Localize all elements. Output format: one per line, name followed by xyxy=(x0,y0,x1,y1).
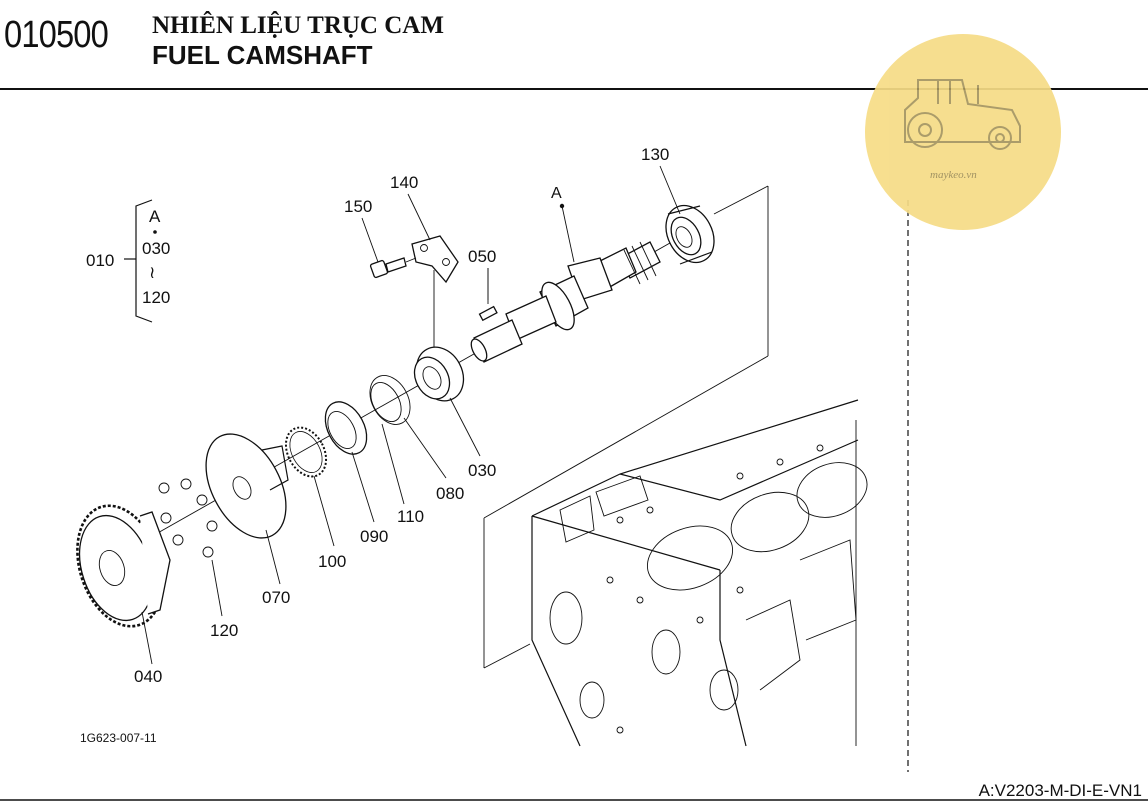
callout-150: 150 xyxy=(344,197,372,216)
part-030-housing xyxy=(413,346,465,402)
reference-label-a: A xyxy=(551,185,562,202)
group-to: 120 xyxy=(142,288,170,307)
callout-030: 030 xyxy=(468,461,496,480)
group-from: 030 xyxy=(142,239,170,258)
callout-050: 050 xyxy=(468,247,496,266)
callout-010: 010 xyxy=(86,251,114,270)
reference-dot-a xyxy=(559,203,565,209)
part-070-disc xyxy=(205,433,289,539)
watermark-logo: maykeo.vn xyxy=(865,34,1061,230)
tractor-icon xyxy=(904,79,1021,150)
part-090-collar xyxy=(324,401,368,455)
callout-090: 090 xyxy=(360,527,388,546)
group-range-symbol: ≀ xyxy=(149,263,155,282)
page-title-english: FUEL CAMSHAFT xyxy=(152,40,373,70)
callout-140: 140 xyxy=(390,173,418,192)
part-140-stopper xyxy=(411,235,459,360)
callout-130: 130 xyxy=(641,145,669,164)
camshaft xyxy=(470,241,661,363)
callout-100: 100 xyxy=(318,552,346,571)
assembly-frame xyxy=(483,185,769,669)
engine-block xyxy=(531,399,868,747)
model-code: A:V2203-M-DI-E-VN1 xyxy=(979,781,1142,800)
leader-lines xyxy=(141,165,681,665)
group-ref-dot xyxy=(153,230,157,234)
group-bracket: 010 A 030 ≀ 120 xyxy=(86,199,170,323)
page-code: 010500 xyxy=(4,14,109,56)
group-ref-a: A xyxy=(149,207,161,226)
callout-110: 110 xyxy=(397,507,424,526)
callout-080: 080 xyxy=(436,484,464,503)
watermark-text: maykeo.vn xyxy=(930,169,977,181)
callout-040: 040 xyxy=(134,667,162,686)
part-120-balls xyxy=(158,478,218,558)
callout-070: 070 xyxy=(262,588,290,607)
drawing-code: 1G623-007-11 xyxy=(80,731,157,745)
part-150-bolt xyxy=(369,257,417,279)
watermark-circle xyxy=(865,34,1061,230)
page-title-vietnamese: NHIÊN LIỆU TRỤC CAM xyxy=(152,12,444,39)
part-100-retainer xyxy=(284,426,328,478)
part-130-bearing xyxy=(665,204,715,265)
callout-120: 120 xyxy=(210,621,238,640)
part-080-snap-ring xyxy=(369,375,411,425)
part-040-gear xyxy=(76,504,171,628)
